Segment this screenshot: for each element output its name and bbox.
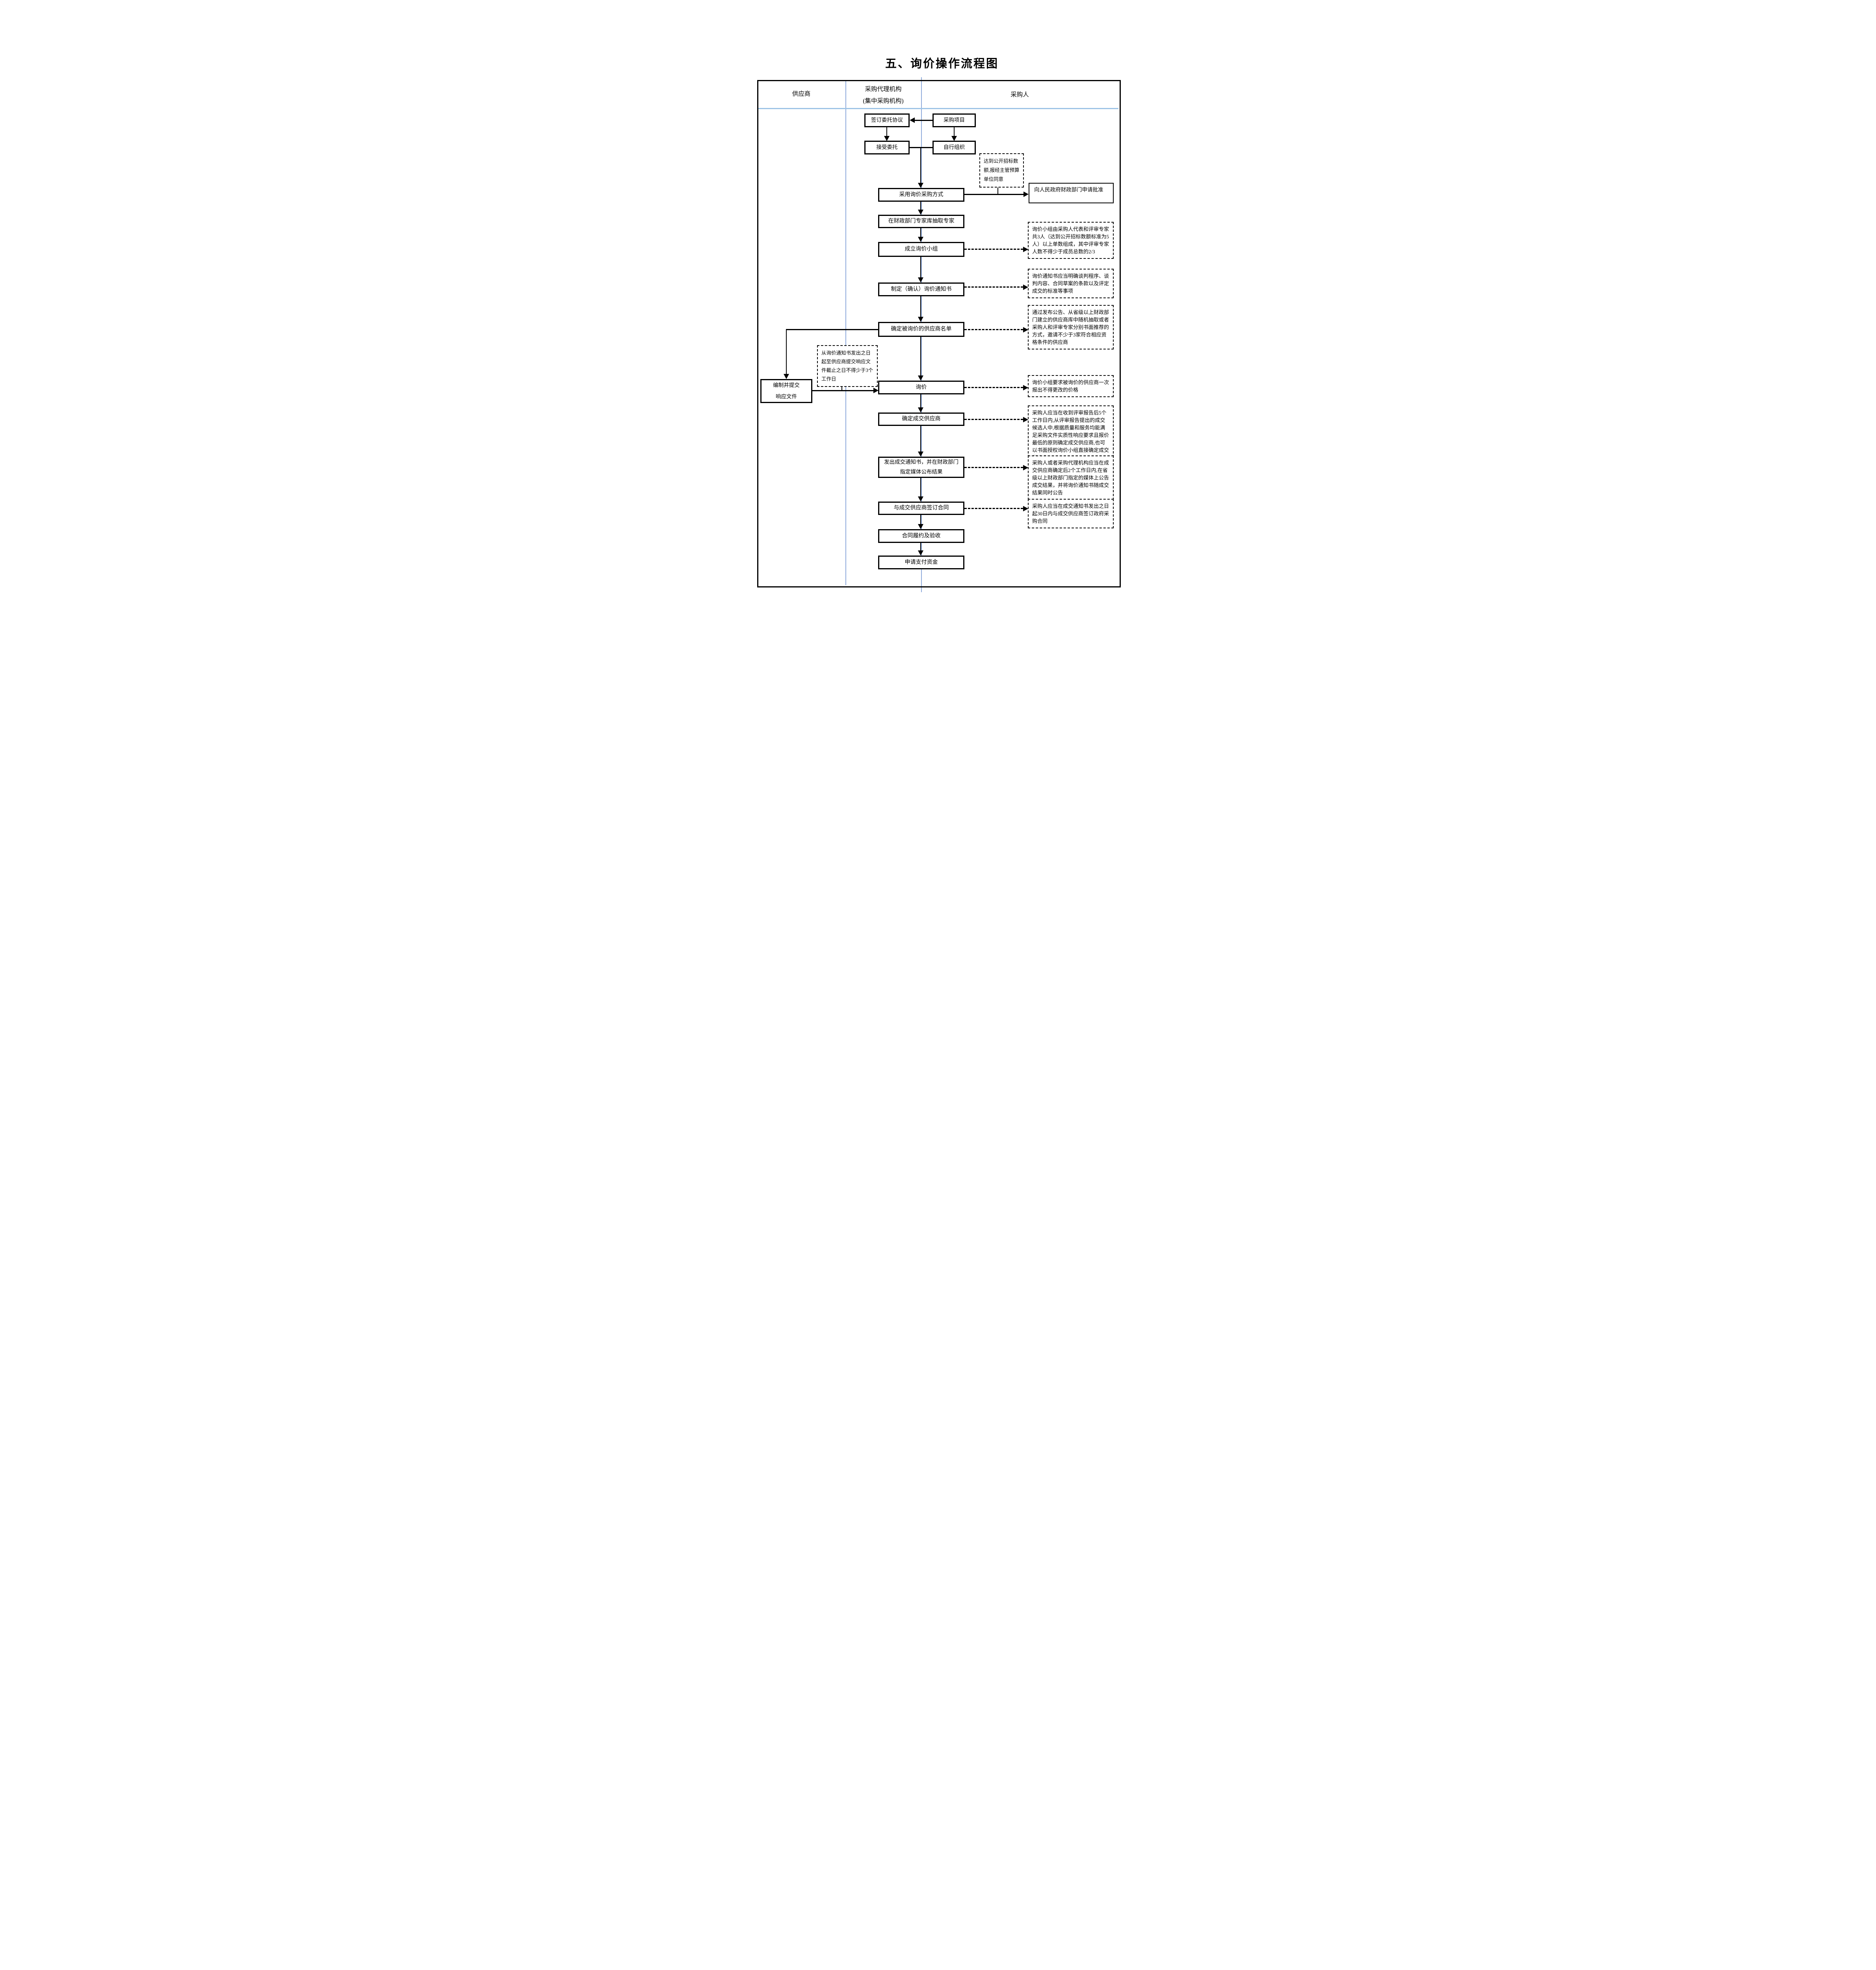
dashed-connector-invite-note	[964, 329, 1023, 330]
arrowhead-into-accept-entrust	[884, 136, 890, 141]
flow-line-3	[920, 257, 921, 278]
note-one-quote: 询价小组要求被询价的供应商一次报出不得更改的价格	[1028, 375, 1114, 397]
arrowhead-into-make-notice	[918, 277, 923, 282]
dashed-connector-thirty-days	[964, 508, 1023, 509]
note-reach-open-bid: 达到公开招标数额,报经主管预算单位同意	[979, 153, 1024, 188]
flowchart-page: 五、询价操作流程图 供应商 采购代理机构 (集中采购机构) 采购人 签订委托协议…	[721, 0, 1155, 613]
connector-adopt-to-approval	[964, 194, 1024, 195]
connector-accept-selforg	[910, 147, 932, 148]
flow-line-9	[920, 515, 921, 524]
arrowhead-into-draw-experts	[918, 210, 923, 215]
connector-left-down	[786, 329, 787, 375]
arrowhead-into-prepare-response	[784, 374, 789, 379]
arrowhead-into-publish-note	[1023, 465, 1028, 470]
node-draw-experts: 在财政部门专家库抽取专家	[878, 215, 964, 228]
dashed-connector-notice-note	[964, 286, 1023, 288]
node-confirm-deal-supplier: 确定成交供应商	[878, 413, 964, 426]
node-confirm-supplier-list: 确定被询价的供应商名单	[878, 322, 964, 337]
page-title: 五、询价操作流程图	[885, 58, 999, 70]
node-form-inquiry-team: 成立询价小组	[878, 242, 964, 257]
flow-line-1	[920, 202, 921, 210]
dashed-connector-quote-note	[964, 387, 1023, 388]
node-make-inquiry-notice: 制定（确认）询价通知书	[878, 282, 964, 296]
node-apply-approval: 向人民政府财政部门申请批准	[1029, 183, 1114, 203]
lane-header-supplier: 供应商	[792, 91, 811, 97]
node-procurement-project: 采购项目	[932, 113, 976, 127]
arrowhead-into-invite-note	[1023, 327, 1028, 333]
node-contract-performance: 合同履约及验收	[878, 529, 964, 543]
arrowhead-into-quote-note	[1023, 385, 1028, 390]
arrowhead-into-team-note	[1023, 247, 1028, 252]
lane-header-agency: 采购代理机构 (集中采购机构)	[863, 86, 904, 105]
dashed-connector-five-workdays	[964, 419, 1023, 420]
node-apply-payment: 申请支付资金	[878, 556, 964, 569]
arrowhead-into-self-organize	[951, 136, 957, 141]
flow-line-4	[920, 296, 921, 317]
flow-line-7	[920, 426, 921, 452]
dashed-connector-team-note	[964, 249, 1023, 250]
flow-line-8	[920, 478, 921, 497]
node-prepare-response: 编制并提交 响应文件	[760, 379, 812, 403]
connector-project-to-sign	[914, 120, 932, 121]
node-sign-contract: 与成交供应商签订合同	[878, 502, 964, 515]
flow-line-10	[920, 543, 921, 551]
note-publish-result: 采购人或者采购代理机构应当在成交供应商确定后2个工作日内,在省级以上财政部门指定…	[1028, 455, 1114, 500]
arrowhead-into-sign-contract	[918, 496, 923, 502]
note-thirty-days: 采购人应当在成交通知书发出之日起30日内与成交供应商签订政府采购合同	[1028, 499, 1114, 528]
node-sign-agreement: 签订委托协议	[864, 113, 910, 127]
flow-line-5	[920, 337, 921, 376]
flow-line-6	[920, 394, 921, 408]
arrowhead-into-sign-agreement	[910, 117, 915, 123]
node-adopt-inquiry: 采用询价采购方式	[878, 188, 964, 202]
note-invite-suppliers: 通过发布公告、从省级以上财政部门建立的供应商库中随机抽取或者采购人和评审专家分别…	[1028, 305, 1114, 349]
lane-header-purchaser: 采购人	[1010, 91, 1029, 98]
connector-project-down	[954, 127, 955, 137]
note-team-composition: 询价小组由采购人代表和评审专家共3人（达到公开招标数额标准为5人）以上单数组成，…	[1028, 222, 1114, 259]
arrowhead-into-issue-notice	[918, 452, 923, 457]
node-accept-entrust: 接受委托	[864, 141, 910, 154]
arrowhead-into-supplier-list	[918, 317, 923, 322]
header-divider-line	[757, 108, 1118, 109]
connector-three-workdays-drop	[841, 384, 842, 390]
node-inquiry: 询价	[878, 381, 964, 394]
lane-divider-1	[845, 80, 846, 585]
arrowhead-into-performance	[918, 524, 923, 529]
arrowhead-into-inquiry-top	[918, 375, 923, 381]
flow-line-2	[920, 228, 921, 237]
arrowhead-into-approval	[1023, 191, 1029, 197]
dashed-connector-publish-note	[964, 467, 1023, 468]
arrowhead-into-thirty-days	[1023, 506, 1028, 511]
arrowhead-into-five-workdays	[1023, 417, 1028, 422]
connector-reach-open-bid-drop	[997, 185, 998, 195]
note-five-workdays: 采购人应当在收到评审报告后5个工作日内,从评审报告提出的成交候选人中,根据质量和…	[1028, 405, 1114, 465]
arrowhead-into-adopt-inquiry	[918, 183, 923, 188]
arrowhead-into-payment	[918, 550, 923, 556]
connector-list-to-left	[786, 329, 878, 330]
note-notice-content: 询价通知书应当明确谈判程序、谈判内容、合同草案的条款以及评定成交的标准等事项	[1028, 269, 1114, 298]
arrowhead-into-form-team	[918, 237, 923, 242]
connector-response-to-inquiry	[812, 390, 874, 391]
node-self-organize: 自行组织	[932, 141, 976, 154]
note-three-workdays: 从询价通知书发出之日起至供应商提交响应文件截止之日不得少于3个工作日	[817, 345, 878, 387]
connector-center-drop	[920, 147, 921, 183]
connector-sign-down	[886, 127, 887, 137]
node-issue-deal-notice: 发出成交通知书，并在财政部门指定媒体公布结果	[878, 457, 964, 478]
arrowhead-into-deal-supplier	[918, 407, 923, 413]
arrowhead-into-inquiry-left	[873, 388, 879, 393]
arrowhead-into-notice-note	[1023, 284, 1028, 290]
